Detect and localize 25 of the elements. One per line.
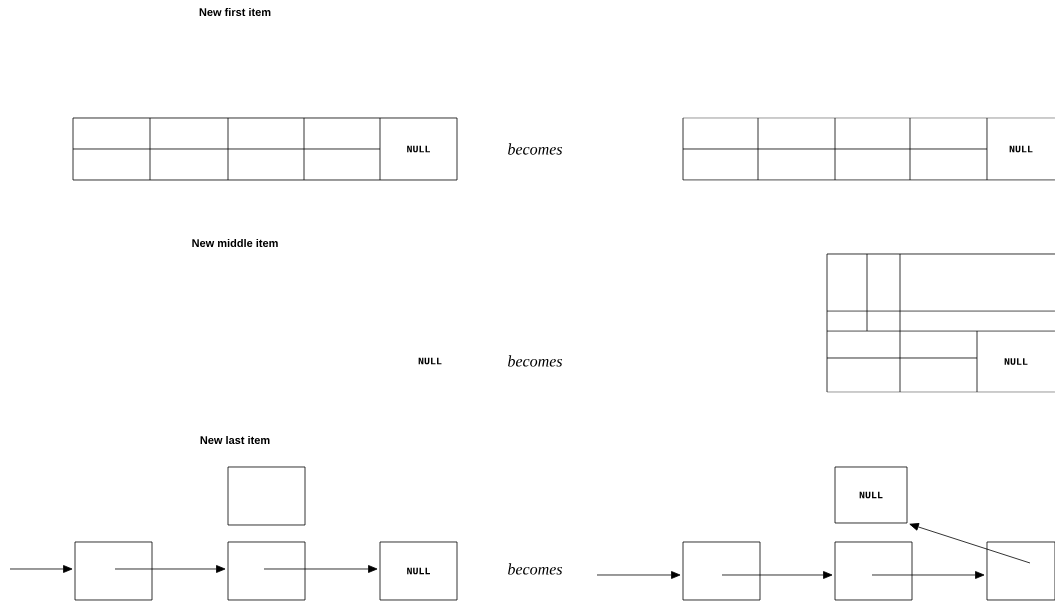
list-box: [986, 541, 1055, 601]
null-cell: NULL: [407, 145, 430, 153]
list-box: [227, 541, 306, 601]
list-box: [227, 466, 306, 526]
section-title: New middle item: [192, 238, 278, 248]
arrow: [871, 571, 985, 579]
section-title: New first item: [199, 7, 271, 17]
arrow: [9, 565, 73, 573]
arrow: [909, 523, 1031, 564]
arrow: [721, 571, 833, 579]
null-text: NULL: [418, 357, 442, 365]
list-box: NULL: [834, 466, 908, 524]
null-cell: NULL: [1009, 145, 1033, 153]
caption-text: becomes: [508, 563, 563, 575]
list-box: [834, 541, 913, 601]
list-box: [74, 541, 153, 601]
caption-text: becomes: [508, 143, 563, 155]
list-box: NULL: [379, 541, 458, 601]
arrow: [263, 565, 378, 573]
list-box: [682, 541, 761, 601]
null-cell: NULL: [1004, 358, 1028, 365]
arrow: [596, 571, 681, 579]
caption-text: becomes: [508, 355, 563, 367]
section-title: New last item: [200, 435, 270, 445]
arrow: [114, 565, 226, 573]
